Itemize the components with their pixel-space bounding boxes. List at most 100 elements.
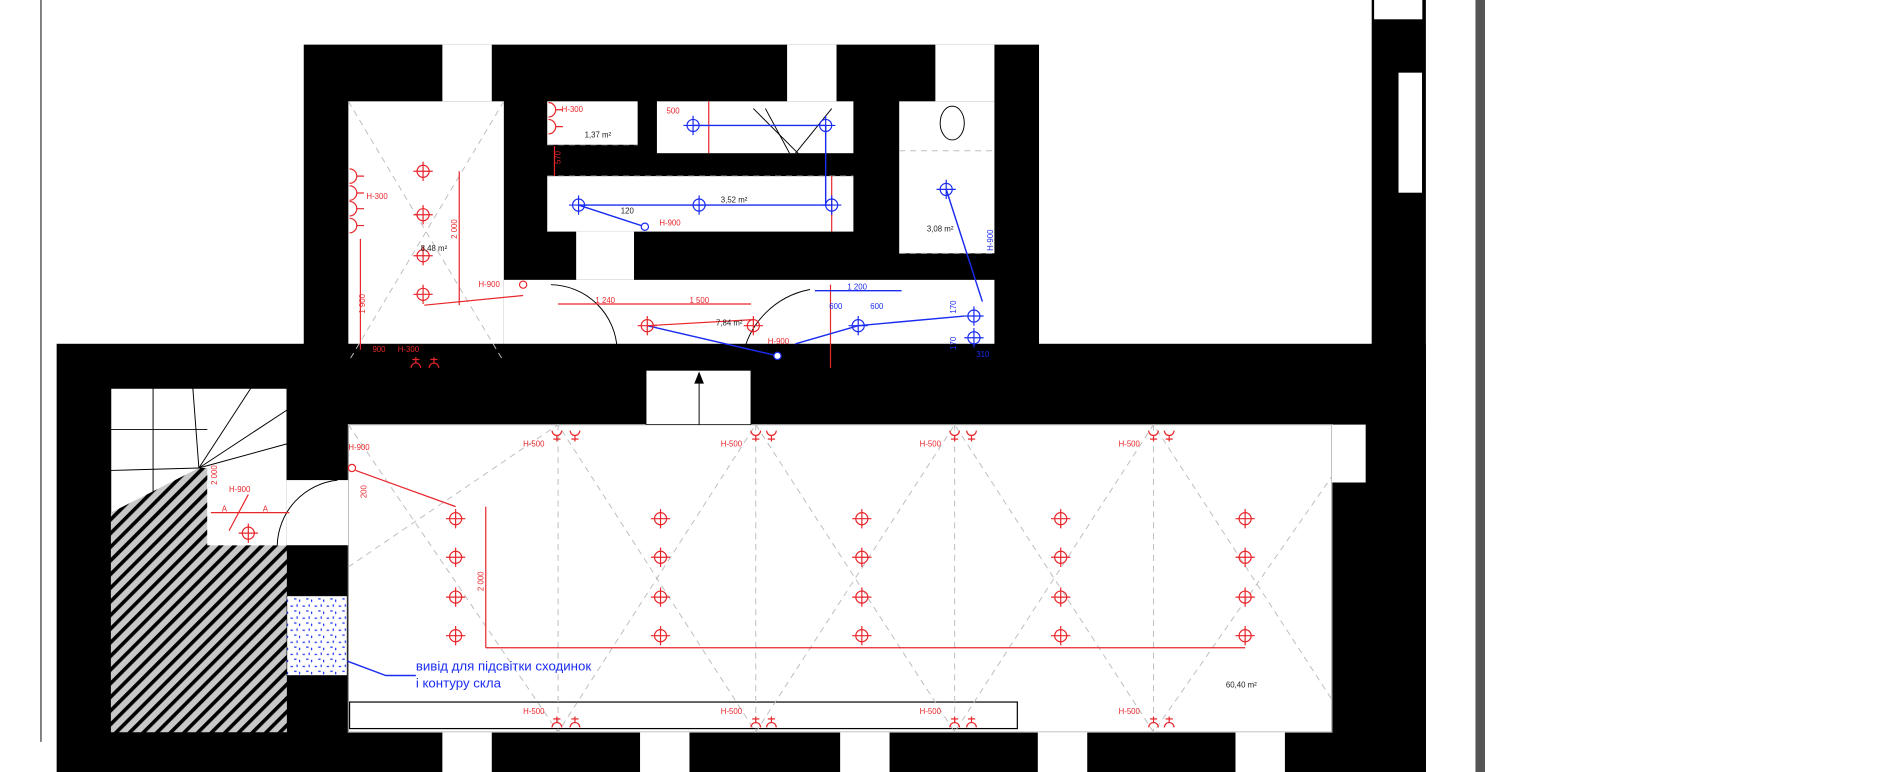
height-label: H-500 xyxy=(920,439,942,448)
socket-icon xyxy=(548,118,563,135)
ceiling-light-icon xyxy=(650,509,671,529)
ceiling-light-icon xyxy=(964,306,984,326)
dimension-label: 200 xyxy=(359,484,368,498)
ceiling-light-icon xyxy=(1051,626,1071,646)
area-corridor: 3,52 m² xyxy=(721,196,748,205)
dimension-label: 2 000 xyxy=(476,571,485,591)
lower-walls xyxy=(56,105,1426,772)
ceiling-light-icon xyxy=(689,195,709,215)
dimension-label: 2 000 xyxy=(210,465,219,485)
socket-icon xyxy=(569,716,581,728)
toilet-icon xyxy=(939,105,965,141)
ceiling-light-icon xyxy=(822,195,842,215)
socket-icon xyxy=(1148,716,1159,728)
height-label: H-500 xyxy=(920,707,942,716)
glass-contour xyxy=(286,595,348,676)
height-label: H-900 xyxy=(348,443,370,452)
socket-icon xyxy=(569,430,581,442)
socket-icon xyxy=(766,716,777,728)
ceiling-light-icon xyxy=(445,587,466,607)
ceiling-light-icon xyxy=(1235,547,1255,567)
height-label: H-900 xyxy=(479,280,501,289)
socket-icon xyxy=(949,430,961,442)
dimension-label: 600 xyxy=(870,302,884,311)
ceiling-light-icon xyxy=(1051,547,1071,567)
ceiling-light-icon xyxy=(1235,587,1255,607)
fixtures-layer xyxy=(238,101,1255,728)
socket-icon xyxy=(349,185,365,201)
ceiling-light-icon xyxy=(936,179,956,200)
area-main-hall: 60,40 m² xyxy=(1226,681,1257,690)
ceiling-light-icon xyxy=(683,115,703,136)
closet xyxy=(547,101,638,145)
area-hall: 7,84 m² xyxy=(716,319,743,328)
dimension-label: 1 900 xyxy=(358,293,367,313)
height-label: H-300 xyxy=(366,192,388,201)
height-label: H-900 xyxy=(768,337,790,346)
area-bathroom: 3,08 m² xyxy=(927,225,954,234)
ceiling-light-icon xyxy=(650,547,671,567)
socket-icon xyxy=(766,430,777,442)
ceiling-light-icon xyxy=(445,509,466,529)
switch-icon xyxy=(518,280,528,289)
socket-icon xyxy=(349,217,365,234)
area-closet: 1,37 m² xyxy=(585,131,612,140)
dimension-label: A xyxy=(222,504,228,513)
dimension-label: 570 xyxy=(553,150,562,164)
height-label: H-900 xyxy=(986,229,995,251)
height-label: H-500 xyxy=(1119,707,1141,716)
upper-walls xyxy=(303,44,1040,371)
ceiling-light-icon xyxy=(852,547,872,567)
ceiling-light-icon xyxy=(816,115,836,136)
ceiling-light-icon xyxy=(852,587,872,607)
socket-icon xyxy=(551,716,563,728)
room-left xyxy=(348,101,504,368)
socket-icon xyxy=(410,357,422,368)
ceiling-light-icon xyxy=(413,246,433,266)
height-label: H-900 xyxy=(229,485,251,494)
ceiling-light-icon xyxy=(964,328,984,348)
switch-icon xyxy=(773,351,782,361)
height-label: H-500 xyxy=(721,439,743,448)
ceiling-light-icon xyxy=(1051,509,1071,529)
ceiling-light-icon xyxy=(1235,509,1255,529)
socket-icon xyxy=(428,357,440,368)
ceiling-light-icon xyxy=(848,316,868,336)
ceiling-light-icon xyxy=(413,284,433,304)
switch-icon xyxy=(347,463,357,473)
dimension-label: 170 xyxy=(949,300,958,314)
dimension-label: 900 xyxy=(372,345,386,354)
height-label: H-500 xyxy=(523,707,545,716)
socket-icon xyxy=(1163,430,1175,442)
ceiling-light-icon xyxy=(568,195,589,215)
height-label: H-300 xyxy=(398,345,420,354)
ceiling-light-icon xyxy=(650,587,671,607)
socket-icon xyxy=(1148,430,1159,442)
dimension-label: 2 000 xyxy=(450,219,459,239)
lighting-wiring xyxy=(210,101,1246,649)
dimension-label: A xyxy=(263,504,269,513)
ceiling-grid xyxy=(347,101,1333,734)
socket-icon xyxy=(1163,716,1175,728)
area-room-left: 8,48 m² xyxy=(421,244,448,253)
socket-icon xyxy=(966,716,977,728)
socket-icon xyxy=(349,200,365,217)
height-label: H-900 xyxy=(659,219,681,228)
page-divider xyxy=(1475,0,1485,772)
dimension-label: 1 240 xyxy=(595,296,615,305)
socket-icon xyxy=(949,716,961,728)
socket-icon xyxy=(551,430,563,442)
dimension-label: 310 xyxy=(976,350,990,359)
ceiling-light-icon xyxy=(445,547,466,567)
ceiling-light-icon xyxy=(852,626,872,646)
ceiling-light-icon xyxy=(650,626,671,646)
ceiling-light-icon xyxy=(743,316,763,336)
switch-icon xyxy=(640,222,650,231)
ceiling-light-icon xyxy=(445,626,466,646)
socket-icon xyxy=(966,430,977,442)
height-label: H-500 xyxy=(721,707,743,716)
note-line-2: і контуру скла xyxy=(416,676,502,691)
main-hall xyxy=(347,423,1333,733)
socket-icon xyxy=(349,168,365,184)
